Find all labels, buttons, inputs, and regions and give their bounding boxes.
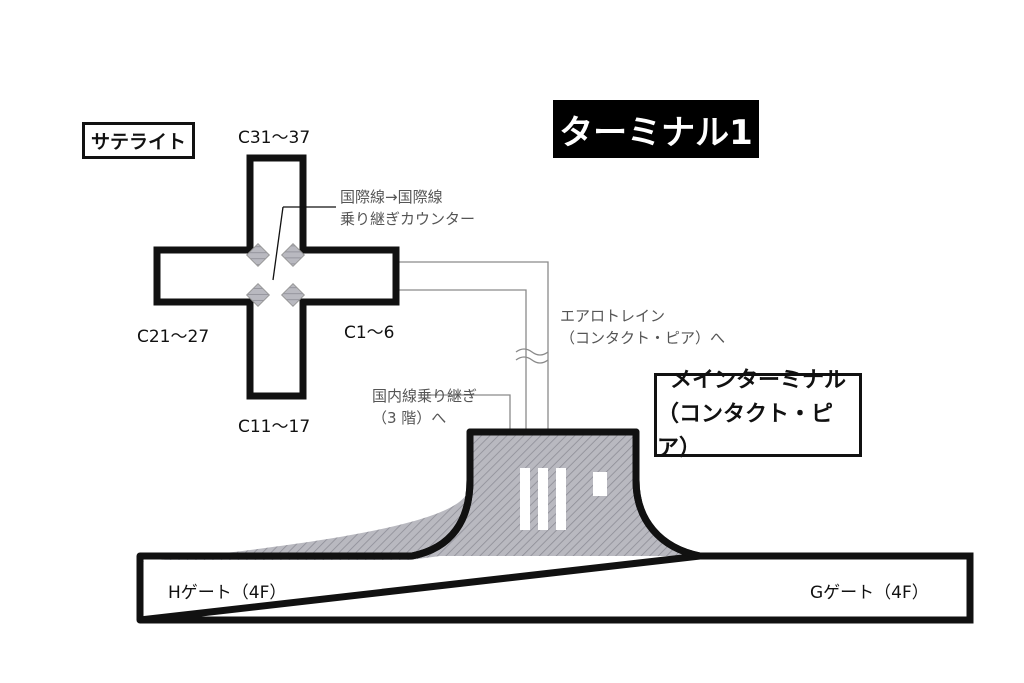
transfer-counter-label: 国際線→国際線 乗り継ぎカウンター bbox=[340, 188, 476, 228]
gate-c21-27-label: C21〜27 bbox=[137, 327, 210, 347]
main-terminal-label-line2: （コンタクト・ピア） bbox=[657, 402, 834, 461]
gate-c11-17-label: C11〜17 bbox=[238, 417, 311, 437]
aerotrain-label: エアロトレイン （コンタクト・ピア）へ bbox=[560, 307, 726, 347]
h-gate-label: Hゲート（4F） bbox=[168, 583, 287, 603]
gate-c31-37-label: C31〜37 bbox=[238, 128, 311, 148]
main-terminal-pier bbox=[140, 432, 708, 562]
satellite-building bbox=[153, 154, 400, 400]
main-terminal-label: メインターミナル （コンタクト・ピア） bbox=[654, 368, 862, 461]
gate-c1-6-label: C1〜6 bbox=[344, 323, 395, 343]
domestic-transfer-label: 国内線乗り継ぎ （3 階）へ bbox=[372, 387, 478, 427]
counter-pointer bbox=[272, 206, 284, 281]
main-terminal-label-line1: メインターミナル bbox=[669, 368, 846, 393]
g-gate-label: Gゲート（4F） bbox=[810, 583, 929, 603]
pier-gaps bbox=[520, 468, 607, 530]
satellite-escalators bbox=[245, 242, 306, 308]
satellite-label: サテライト bbox=[82, 122, 196, 159]
walkway-lines bbox=[398, 261, 549, 470]
terminal-title: ターミナル1 bbox=[553, 100, 759, 158]
